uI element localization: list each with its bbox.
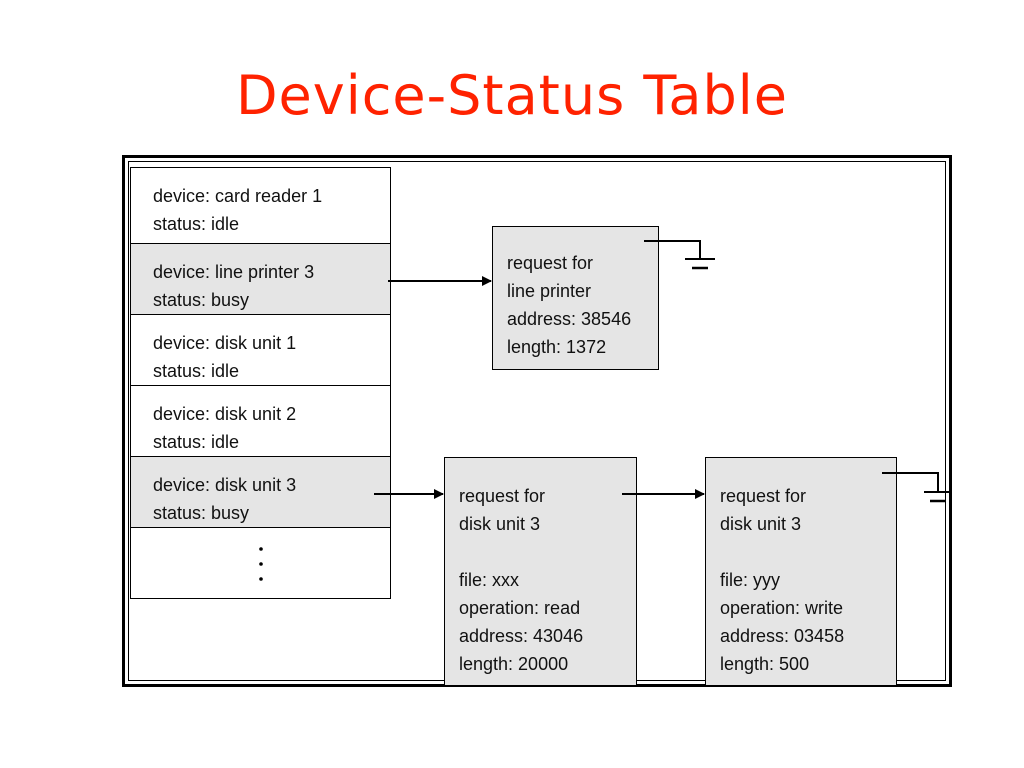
device-label: device: disk unit 1: [153, 333, 297, 353]
request-line: operation: write: [720, 598, 844, 618]
request-line: line printer: [507, 281, 592, 301]
request-line: length: 1372: [507, 337, 607, 357]
request-line: address: 38546: [507, 309, 632, 329]
request-line: disk unit 3: [720, 514, 802, 534]
device-label: device: disk unit 2: [153, 404, 297, 424]
device-label: device: card reader 1: [153, 186, 323, 206]
request-line: request for: [720, 486, 807, 506]
device-row-disk-unit-1: device: disk unit 1 status: idle: [130, 314, 391, 386]
request-line: [459, 538, 636, 566]
status-label: status: busy: [153, 503, 250, 523]
request-line: file: xxx: [459, 570, 520, 590]
request-line: disk unit 3: [459, 514, 541, 534]
device-row-disk-unit-2: device: disk unit 2 status: idle: [130, 385, 391, 457]
status-label: status: idle: [153, 432, 240, 452]
status-label: status: busy: [153, 290, 250, 310]
request-line: file: yyy: [720, 570, 781, 590]
request-line: length: 20000: [459, 654, 569, 674]
device-label: device: disk unit 3: [153, 475, 297, 495]
vertical-ellipsis-icon: [259, 547, 263, 581]
request-line: length: 500: [720, 654, 810, 674]
device-row-disk-unit-3: device: disk unit 3 status: busy: [130, 456, 391, 528]
device-row-card-reader: device: card reader 1 status: idle: [130, 167, 391, 244]
device-row-line-printer: device: line printer 3 status: busy: [130, 243, 391, 315]
disk-request-box-1: request for disk unit 3 file: xxx operat…: [444, 457, 637, 686]
line-printer-request-box: request for line printer address: 38546 …: [492, 226, 659, 370]
status-label: status: idle: [153, 214, 240, 234]
disk-request-box-2: request for disk unit 3 file: yyy operat…: [705, 457, 897, 686]
request-line: address: 43046: [459, 626, 584, 646]
page-title: Device-Status Table: [235, 64, 789, 127]
request-line: request for: [459, 486, 546, 506]
request-line: address: 03458: [720, 626, 845, 646]
request-line: request for: [507, 253, 594, 273]
request-line: operation: read: [459, 598, 581, 618]
status-label: status: idle: [153, 361, 240, 381]
device-label: device: line printer 3: [153, 262, 315, 282]
more-rows-ellipsis: [130, 527, 391, 599]
request-line: [720, 538, 896, 566]
